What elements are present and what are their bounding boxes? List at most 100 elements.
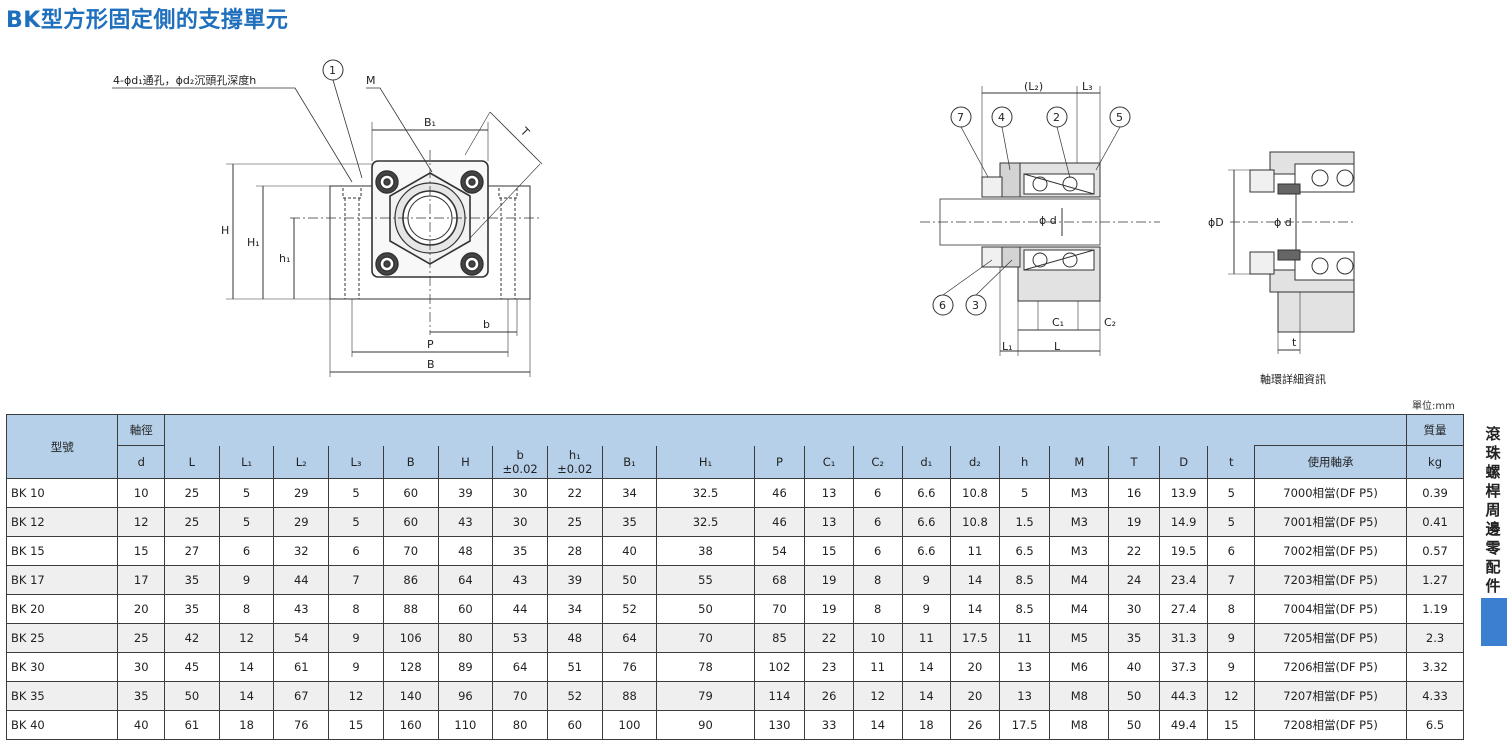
side-tab-marker: [1481, 598, 1507, 646]
table-cell: 6: [852, 536, 903, 566]
table-cell: 88: [382, 594, 439, 624]
header-col: t: [1207, 445, 1256, 479]
label-L2: (L₂): [1024, 80, 1043, 93]
model-cell: BK 17: [5, 565, 119, 595]
model-cell: BK 15: [5, 536, 119, 566]
table-cell: 9: [218, 565, 275, 595]
table-cell: 35: [1108, 623, 1160, 653]
table-cell: 17.5: [998, 710, 1051, 740]
model-cell: BK 35: [5, 681, 119, 711]
table-cell: 8.5: [998, 565, 1051, 595]
table-cell: 26: [950, 710, 1000, 740]
table-cell: 60: [437, 594, 494, 624]
header-col: L: [164, 445, 220, 479]
table-cell: 0.41: [1406, 507, 1464, 537]
header-col: P: [753, 445, 806, 479]
table-cell: 29: [273, 478, 330, 508]
callout-7: 7: [957, 111, 964, 124]
table-cell: 9: [328, 623, 384, 653]
table-cell: 46: [753, 507, 806, 537]
table-cell: 40: [1108, 652, 1160, 682]
table-cell: 5: [1207, 507, 1256, 537]
label-P: P: [427, 338, 434, 351]
table-cell: 53: [492, 623, 548, 653]
table-cell: 12: [852, 681, 903, 711]
header-col: M: [1049, 445, 1110, 479]
table-cell: 23: [804, 652, 854, 682]
table-cell: 18: [901, 710, 952, 740]
header-col: H: [437, 445, 494, 479]
table-cell: 34: [546, 594, 603, 624]
header-col: b ±0.02: [492, 445, 548, 479]
table-cell: 76: [601, 652, 658, 682]
header-model: 型號: [5, 414, 119, 479]
header-col: d: [117, 445, 166, 479]
table-cell: 35: [117, 681, 166, 711]
label-H1: H₁: [247, 236, 260, 249]
table-cell: 8: [1207, 594, 1256, 624]
table-cell: 19.5: [1158, 536, 1209, 566]
callout-2: 2: [1053, 111, 1060, 124]
table-cell: 110: [437, 710, 494, 740]
table-cell: 44: [492, 594, 548, 624]
table-cell: 3.32: [1406, 652, 1464, 682]
table-cell: 7206相當(DF P5): [1254, 652, 1408, 682]
table-cell: 9: [1207, 623, 1256, 653]
table-cell: 128: [382, 652, 439, 682]
table-cell: 32.5: [656, 478, 755, 508]
header-col: L₃: [328, 445, 384, 479]
table-cell: 12: [218, 623, 275, 653]
table-cell: 130: [753, 710, 806, 740]
label-C2: C₂: [1104, 316, 1116, 329]
label-phi-d-collar: ϕ d: [1274, 216, 1292, 229]
callout-5: 5: [1116, 111, 1123, 124]
table-cell: 7205相當(DF P5): [1254, 623, 1408, 653]
table-cell: 14: [950, 594, 1000, 624]
label-M: M: [366, 74, 376, 87]
table-cell: 35: [164, 594, 220, 624]
table-cell: 48: [437, 536, 494, 566]
table-cell: 27.4: [1158, 594, 1209, 624]
table-cell: 14: [901, 652, 952, 682]
table-cell: 7: [1207, 565, 1256, 595]
table-cell: 12: [117, 507, 166, 537]
table-cell: 88: [601, 681, 658, 711]
table-cell: 54: [273, 623, 330, 653]
table-cell: 8: [328, 594, 384, 624]
table-cell: 30: [1108, 594, 1160, 624]
table-cell: M4: [1049, 565, 1110, 595]
table-cell: 9: [901, 565, 952, 595]
table-cell: 1.27: [1406, 565, 1464, 595]
table-cell: 7001相當(DF P5): [1254, 507, 1408, 537]
table-cell: 14: [852, 710, 903, 740]
table-cell: M5: [1049, 623, 1110, 653]
table-cell: 14: [218, 652, 275, 682]
table-cell: 19: [804, 565, 854, 595]
table-cell: 52: [601, 594, 658, 624]
table-cell: 42: [164, 623, 220, 653]
table-cell: 55: [656, 565, 755, 595]
unit-label: 單位:mm: [1412, 401, 1455, 412]
table-cell: 5: [218, 507, 275, 537]
table-cell: 6.6: [901, 536, 952, 566]
table-cell: 7000相當(DF P5): [1254, 478, 1408, 508]
table-cell: 40: [117, 710, 166, 740]
table-cell: 6: [852, 478, 903, 508]
table-cell: 70: [492, 681, 548, 711]
table-cell: 48: [546, 623, 603, 653]
table-cell: 50: [656, 594, 755, 624]
table-cell: 11: [852, 652, 903, 682]
table-cell: 90: [656, 710, 755, 740]
table-cell: 13: [998, 681, 1051, 711]
label-t: t: [1292, 336, 1297, 349]
label-C1: C₁: [1052, 316, 1064, 329]
page-title: BK型方形固定側的支撐單元: [6, 8, 289, 33]
table-cell: 96: [437, 681, 494, 711]
